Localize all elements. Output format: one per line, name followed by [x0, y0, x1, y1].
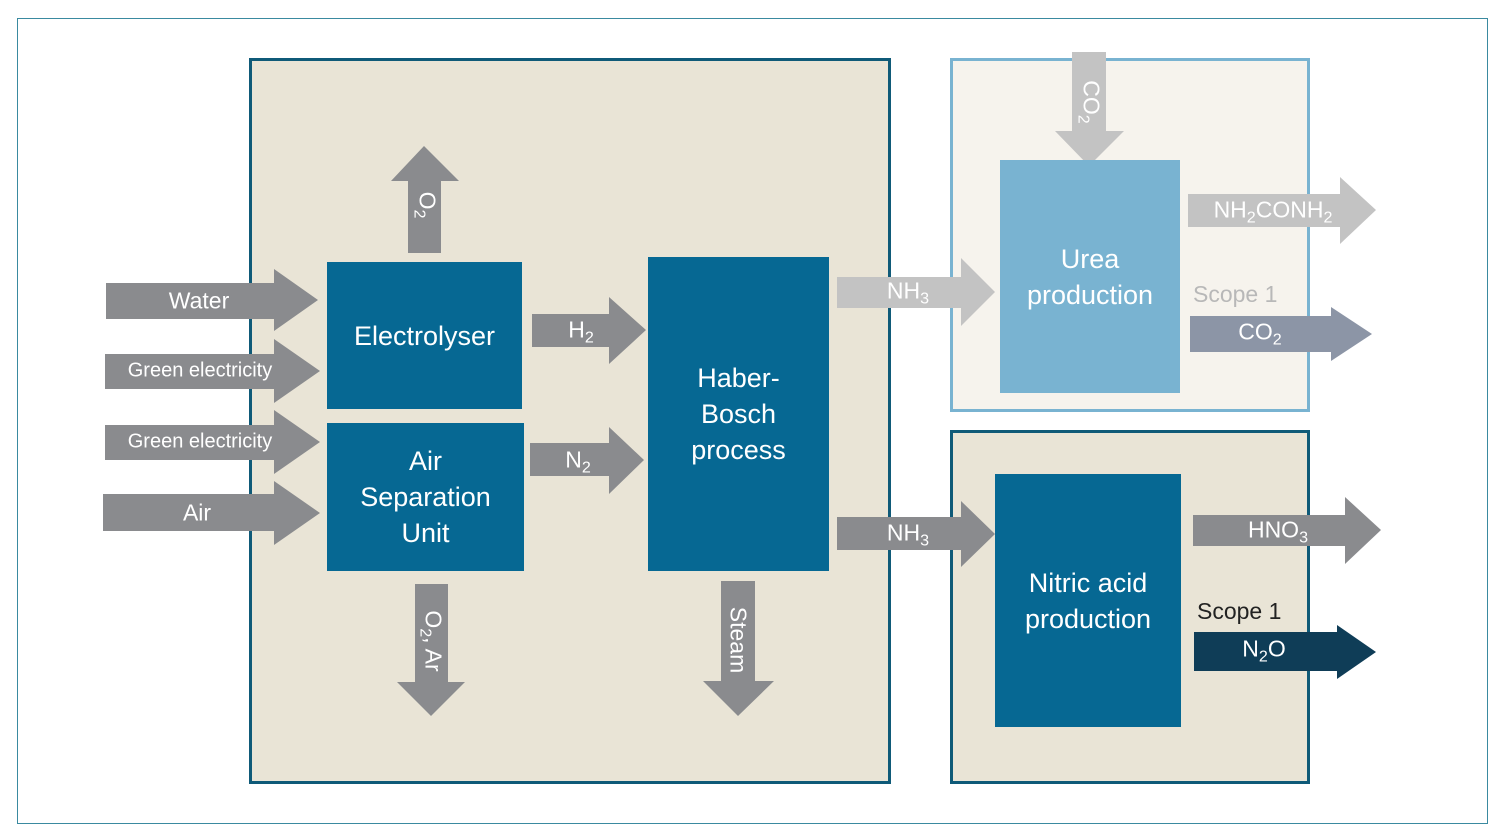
nh3-urea-label: NH3	[886, 277, 930, 308]
steam-label: Steam	[725, 606, 752, 674]
co2-emission-label: CO2	[1238, 318, 1282, 349]
n2o-emission-arrow	[1194, 625, 1376, 679]
urea-production-box: Urea production	[1000, 160, 1180, 393]
nitric-acid-production-box: Nitric acid production	[995, 474, 1181, 727]
n2o-label: N2O	[1242, 635, 1286, 666]
haber-bosch-label: Haber- Bosch process	[691, 363, 786, 465]
green-electricity-arrow-2	[105, 410, 320, 474]
electrolyser-box: Electrolyser	[327, 262, 522, 409]
air-label: Air	[182, 499, 212, 526]
co2-emission-arrow	[1190, 307, 1372, 361]
nh3-to-nitric-arrow	[837, 501, 995, 567]
green-electricity-label-2: Green electricity	[127, 430, 273, 453]
diagram-frame	[17, 18, 1488, 824]
urea-production-label: Urea production	[1026, 243, 1154, 310]
co2-in-arrow	[1055, 52, 1124, 166]
haber-bosch-box: Haber- Bosch process	[648, 257, 829, 571]
n2-label: N2	[565, 446, 591, 477]
urea-product-label: NH2CONH2	[1213, 196, 1333, 227]
air-arrow	[103, 481, 320, 545]
urea-product-arrow	[1188, 177, 1376, 244]
water-label: Water	[168, 287, 230, 314]
n2-arrow	[530, 427, 644, 494]
green-electricity-label-1: Green electricity	[127, 359, 273, 382]
green-electricity-arrow-1	[105, 339, 320, 403]
h2-arrow	[532, 297, 646, 364]
nitric-acid-production-label: Nitric acid production	[1024, 567, 1152, 634]
o2-label: O2	[410, 191, 441, 219]
electrolyser-label: Electrolyser	[353, 320, 496, 351]
nh3-to-urea-arrow	[837, 258, 995, 326]
scope-1-nitric-label: Scope 1	[1197, 598, 1282, 624]
water-arrow	[106, 269, 318, 331]
nh3-nitric-label: NH3	[886, 519, 930, 550]
o2-ar-out-arrow	[397, 584, 465, 716]
o2-out-arrow	[391, 146, 459, 253]
asu-label: Air Separation Unit	[360, 446, 491, 548]
hno3-label: HNO3	[1247, 516, 1309, 547]
hno3-product-arrow	[1193, 497, 1381, 564]
o2-ar-label: O2, Ar	[416, 610, 447, 672]
co2-in-label: CO2	[1074, 80, 1105, 124]
scope-1-urea-label: Scope 1	[1193, 281, 1278, 307]
air-separation-unit-box: Air Separation Unit	[327, 423, 524, 571]
h2-label: H2	[568, 316, 594, 347]
steam-out-arrow	[703, 581, 774, 716]
